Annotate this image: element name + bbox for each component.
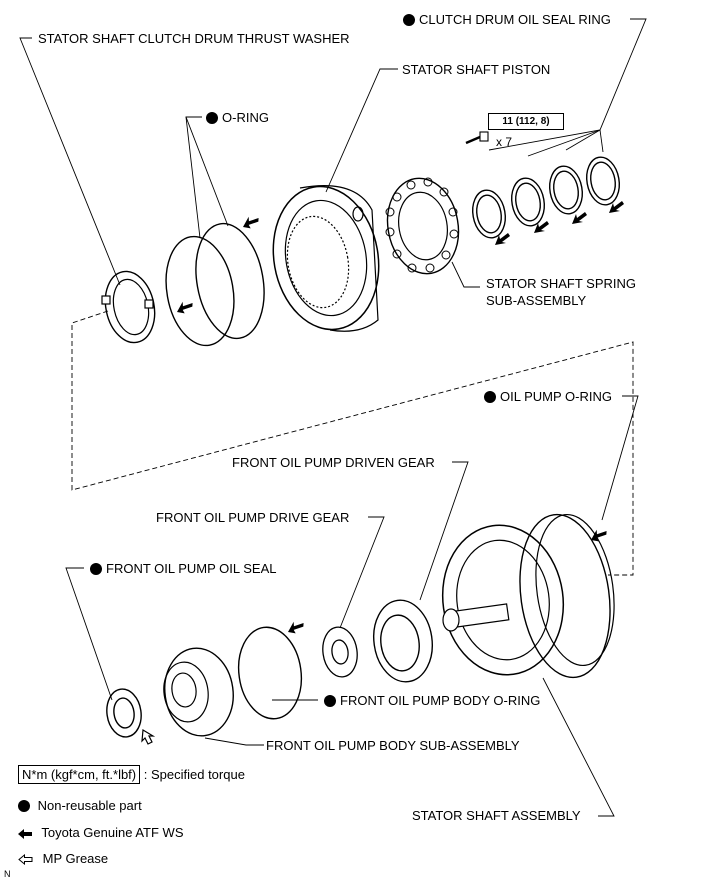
label-bolt-count: x 7 — [496, 135, 513, 149]
bolt-part — [465, 131, 489, 145]
label-oil-seal: FRONT OIL PUMP OIL SEAL — [106, 561, 277, 576]
label-o-ring-wrap: O-RING — [206, 110, 269, 125]
non-reusable-dot-icon — [90, 563, 102, 575]
non-reusable-dot-icon — [403, 14, 415, 26]
spring-sub-assembly-part — [385, 177, 460, 275]
atf-arrows — [177, 201, 624, 634]
pump-body-part — [163, 647, 234, 737]
legend-non-reusable: Non-reusable part — [18, 798, 142, 813]
assembly-guide-lines — [71, 310, 634, 576]
drive-gear-part — [322, 626, 358, 678]
label-spring-sub-line2: SUB-ASSEMBLY — [486, 293, 587, 308]
legend-torque: N*m (kgf*cm, ft.*lbf) : Specified torque — [18, 765, 245, 784]
legend-torque-unit: N*m (kgf*cm, ft.*lbf) — [18, 765, 141, 784]
label-seal-ring: CLUTCH DRUM OIL SEAL RING — [419, 12, 611, 27]
torque-value-box: 11 (112, 8) — [488, 113, 564, 130]
corner-mark: N — [4, 869, 11, 879]
label-stator-assy: STATOR SHAFT ASSEMBLY — [412, 808, 581, 823]
driven-gear-part — [373, 599, 433, 683]
oil-seal-part — [106, 688, 142, 738]
legend-atf: Toyota Genuine ATF WS — [18, 825, 184, 840]
label-body-sub: FRONT OIL PUMP BODY SUB-ASSEMBLY — [266, 738, 520, 753]
label-seal-ring-wrap: CLUTCH DRUM OIL SEAL RING — [403, 12, 611, 27]
label-piston: STATOR SHAFT PISTON — [402, 62, 551, 77]
grease-arrow-icon — [18, 854, 33, 865]
grease-arrow — [141, 728, 156, 745]
legend-grease: MP Grease — [18, 851, 108, 866]
label-body-o-ring-wrap: FRONT OIL PUMP BODY O-RING — [324, 693, 540, 708]
label-oil-seal-wrap: FRONT OIL PUMP OIL SEAL — [90, 561, 277, 576]
non-reusable-dot-icon — [18, 800, 30, 812]
clutch-drum-seal-rings-part — [472, 156, 620, 239]
non-reusable-dot-icon — [206, 112, 218, 124]
body-o-ring-part — [237, 626, 303, 720]
thrust-washer-part — [101, 270, 156, 344]
stator-shaft-piston-part — [272, 185, 380, 332]
o-ring-upper-part — [165, 222, 265, 347]
non-reusable-dot-icon — [324, 695, 336, 707]
label-oil-pump-o-ring: OIL PUMP O-RING — [500, 389, 612, 404]
label-spring-sub-line1: STATOR SHAFT SPRING — [486, 276, 637, 291]
label-oil-pump-o-ring-wrap: OIL PUMP O-RING — [484, 389, 612, 404]
non-reusable-dot-icon — [484, 391, 496, 403]
oil-pump-o-ring-part — [535, 513, 615, 667]
legend-torque-desc: : Specified torque — [143, 767, 245, 782]
label-o-ring: O-RING — [222, 110, 269, 125]
atf-arrow-icon — [18, 829, 32, 839]
leader-lines — [19, 18, 647, 817]
label-body-o-ring: FRONT OIL PUMP BODY O-RING — [340, 693, 541, 708]
label-drive-gear: FRONT OIL PUMP DRIVE GEAR — [156, 510, 350, 525]
legend-atf-text: Toyota Genuine ATF WS — [41, 825, 184, 840]
label-driven-gear: FRONT OIL PUMP DRIVEN GEAR — [232, 455, 435, 470]
legend-non-reusable-text: Non-reusable part — [37, 798, 142, 813]
legend-grease-text: MP Grease — [42, 851, 109, 866]
label-thrust-washer: STATOR SHAFT CLUTCH DRUM THRUST WASHER — [38, 31, 350, 46]
stator-shaft-assembly-part — [441, 513, 611, 679]
